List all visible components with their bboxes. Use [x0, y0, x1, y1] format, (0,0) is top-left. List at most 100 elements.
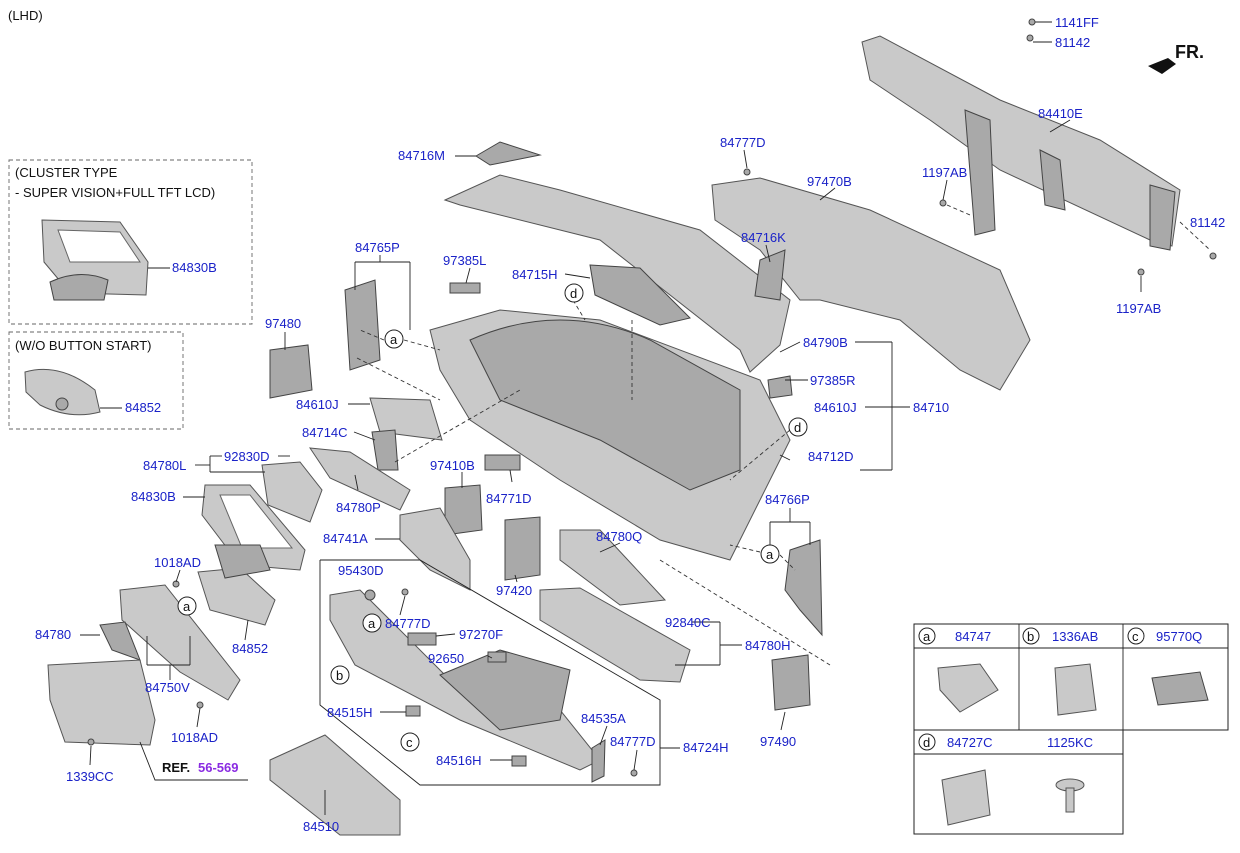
lower-panel-84750v: [119, 584, 241, 701]
part-label: 84516H: [436, 753, 482, 768]
part-label: 97385L: [443, 253, 486, 268]
bolt-1197ab-1: [939, 199, 947, 207]
part-label: 1339CC: [66, 769, 114, 784]
inset-cluster: (CLUSTER TYPE - SUPER VISION+FULL TFT LC…: [8, 159, 253, 325]
part-label: 84780Q: [596, 529, 642, 544]
knee-airbag-ref: [47, 659, 156, 746]
lower-cover-84852: [197, 567, 276, 626]
screw-84777d-mid: [401, 588, 409, 596]
callout-circle: d: [564, 283, 584, 303]
svg-text:b: b: [336, 668, 343, 683]
part-label: 84750V: [145, 680, 190, 695]
part-label: 84780: [35, 627, 71, 642]
part-label: 84852: [232, 641, 268, 656]
callout-circle: a: [362, 613, 382, 633]
bolt-81142-top: [1026, 34, 1034, 42]
side-cover-right: [784, 539, 823, 637]
bracket-84714c: [371, 429, 399, 471]
center-vent-right: [504, 516, 541, 581]
legend-table: a 84747 b 1336AB c 95770Q d 84727C 1125K…: [913, 623, 1229, 835]
svg-text:c: c: [1132, 629, 1139, 644]
leader-lines: [80, 21, 1211, 815]
part-label: 84741A: [323, 531, 368, 546]
side-cover-left: [344, 279, 381, 371]
svg-text:1125KC: 1125KC: [1047, 735, 1093, 750]
part-label: 84714C: [302, 425, 348, 440]
part-95430d: [364, 589, 376, 601]
legend-cell-d: d 84727C: [918, 733, 993, 826]
front-arrow-icon: [1148, 58, 1176, 74]
part-label: 97490: [760, 734, 796, 749]
part-97270f: [407, 632, 437, 646]
inset-cluster-frame: [8, 159, 253, 325]
part-label: 84777D: [385, 616, 431, 631]
svg-text:95770Q: 95770Q: [1156, 629, 1202, 644]
bolt-81142-right: [1209, 252, 1217, 260]
part-label: 97410B: [430, 458, 475, 473]
part-label: 1197AB: [922, 165, 967, 180]
part-label: 92830D: [224, 449, 270, 464]
inset-button-frame: [8, 331, 184, 430]
inset-cluster-title-1: (CLUSTER TYPE: [15, 165, 118, 180]
part-label: 84830B: [172, 260, 217, 275]
garnish-92840c: [539, 587, 691, 683]
air-duct-assembly: [711, 177, 1031, 391]
part-label: 1141FF: [1055, 15, 1099, 30]
part-label: 84780H: [745, 638, 791, 653]
part-label: 97270F: [459, 627, 503, 642]
crash-pad-main: [429, 309, 791, 561]
reference-link[interactable]: REF. 56-569: [162, 760, 238, 775]
svg-text:84727C: 84727C: [947, 735, 993, 750]
svg-text:d: d: [570, 286, 577, 301]
bolt-1141ff: [1028, 18, 1036, 26]
svg-text:a: a: [183, 599, 191, 614]
part-84515h: [405, 705, 421, 717]
screw-1018ad-bottom: [196, 701, 204, 709]
part-label: 84852: [125, 400, 161, 415]
svg-text:a: a: [766, 547, 774, 562]
connector-95770q-icon: [1151, 671, 1209, 706]
part-label: 92650: [428, 651, 464, 666]
speaker-grille-small-right: [767, 375, 793, 399]
front-direction-indicator: FR.: [1148, 42, 1204, 74]
legend-cell-c: c 95770Q: [1127, 627, 1209, 706]
clip-84747-icon: [937, 663, 999, 713]
part-label: 84410E: [1038, 106, 1083, 121]
part-label: 81142: [1055, 35, 1090, 50]
part-label: 1197AB: [1116, 301, 1161, 316]
svg-text:d: d: [923, 735, 930, 750]
part-label: 84780P: [336, 500, 381, 515]
callout-circle: a: [177, 596, 197, 616]
upper-garnish: [443, 174, 791, 373]
svg-text:d: d: [794, 420, 801, 435]
reference-number[interactable]: 56-569: [198, 760, 238, 775]
svg-text:b: b: [1027, 629, 1034, 644]
defroster-grille: [589, 264, 691, 326]
clip-84727c-icon: [941, 769, 991, 826]
cowl-cross-bar: [861, 35, 1181, 251]
screw-1339cc: [87, 738, 95, 746]
part-84535a: [591, 739, 606, 783]
part-92650: [487, 651, 507, 663]
svg-text:a: a: [923, 629, 931, 644]
inset-button: (W/O BUTTON START) 84852: [8, 331, 184, 430]
svg-text:84747: 84747: [955, 629, 991, 644]
part-label: 84777D: [720, 135, 766, 150]
part-labels: 1141FF 81142 84410E 84716M 84777D 97470B…: [35, 15, 1225, 834]
callout-circle: b: [330, 665, 350, 685]
part-label: 84610J: [296, 397, 339, 412]
reference-prefix: REF.: [162, 760, 190, 775]
clip-1336ab-icon: [1054, 663, 1097, 716]
glovebox-group-frame: [319, 559, 661, 786]
part-label: 84724H: [683, 740, 729, 755]
part-label: 84710: [913, 400, 949, 415]
part-84516h: [511, 755, 527, 767]
part-label: 84715H: [512, 267, 558, 282]
part-label: 84780L: [143, 458, 186, 473]
part-label: 95430D: [338, 563, 384, 578]
part-label: 84777D: [610, 734, 656, 749]
cluster-lower-cover: [49, 274, 109, 301]
svg-text:a: a: [368, 616, 376, 631]
